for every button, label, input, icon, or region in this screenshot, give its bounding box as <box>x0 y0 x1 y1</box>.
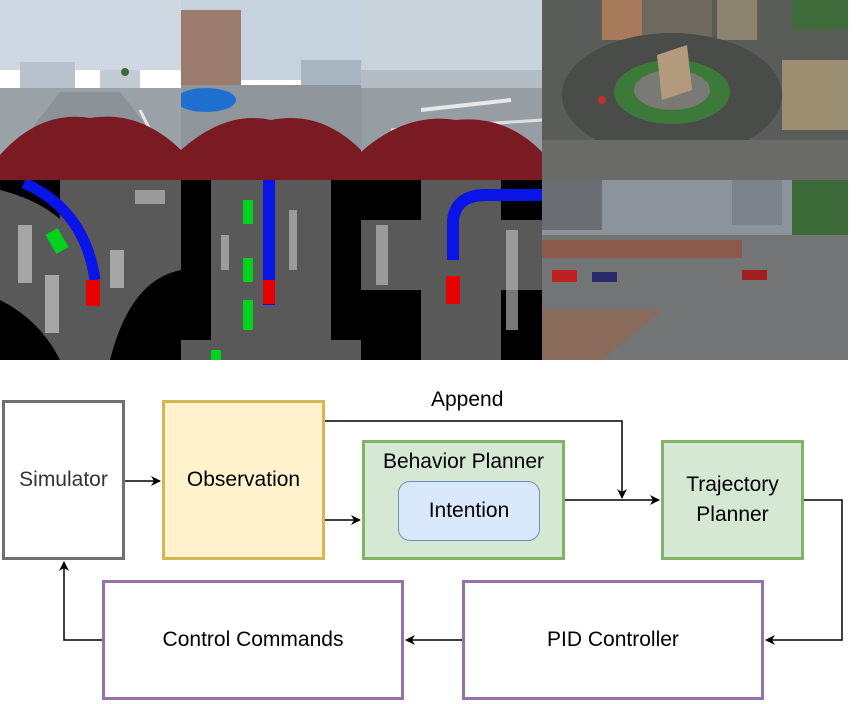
behavior-planner-label: Behavior Planner <box>382 450 545 473</box>
append-edge-label: Append <box>431 388 504 411</box>
observation-node: Observation <box>162 400 325 560</box>
observation-label: Observation <box>186 468 301 491</box>
pid-controller-label: PID Controller <box>547 628 679 651</box>
birdseye-map-3 <box>361 180 542 360</box>
front-camera-view-2 <box>181 0 361 180</box>
birdseye-map-1 <box>0 180 181 360</box>
trajectory-planner-label-line1: Trajectory <box>686 473 779 496</box>
roundabout-render <box>542 0 848 180</box>
front-camera-view-3 <box>361 0 542 180</box>
intention-label: Intention <box>428 499 510 522</box>
simulator-node: Simulator <box>2 400 125 560</box>
trajectory-planner-node: Trajectory Planner <box>661 440 804 560</box>
control-commands-node: Control Commands <box>102 580 404 700</box>
control-commands-label: Control Commands <box>162 628 344 651</box>
arrow-trajectory-planner-to-pid-controller <box>765 499 843 645</box>
birdseye-map-2 <box>181 180 361 360</box>
arrow-control-commands-to-simulator <box>59 561 102 641</box>
trajectory-planner-label-line2: Planner <box>696 503 769 526</box>
simulator-label: Simulator <box>19 468 108 491</box>
arrow-append <box>325 420 627 499</box>
intention-node: Intention <box>398 481 540 541</box>
intersection-render <box>542 180 848 360</box>
pid-controller-node: PID Controller <box>462 580 764 700</box>
front-camera-view-1 <box>0 0 181 180</box>
